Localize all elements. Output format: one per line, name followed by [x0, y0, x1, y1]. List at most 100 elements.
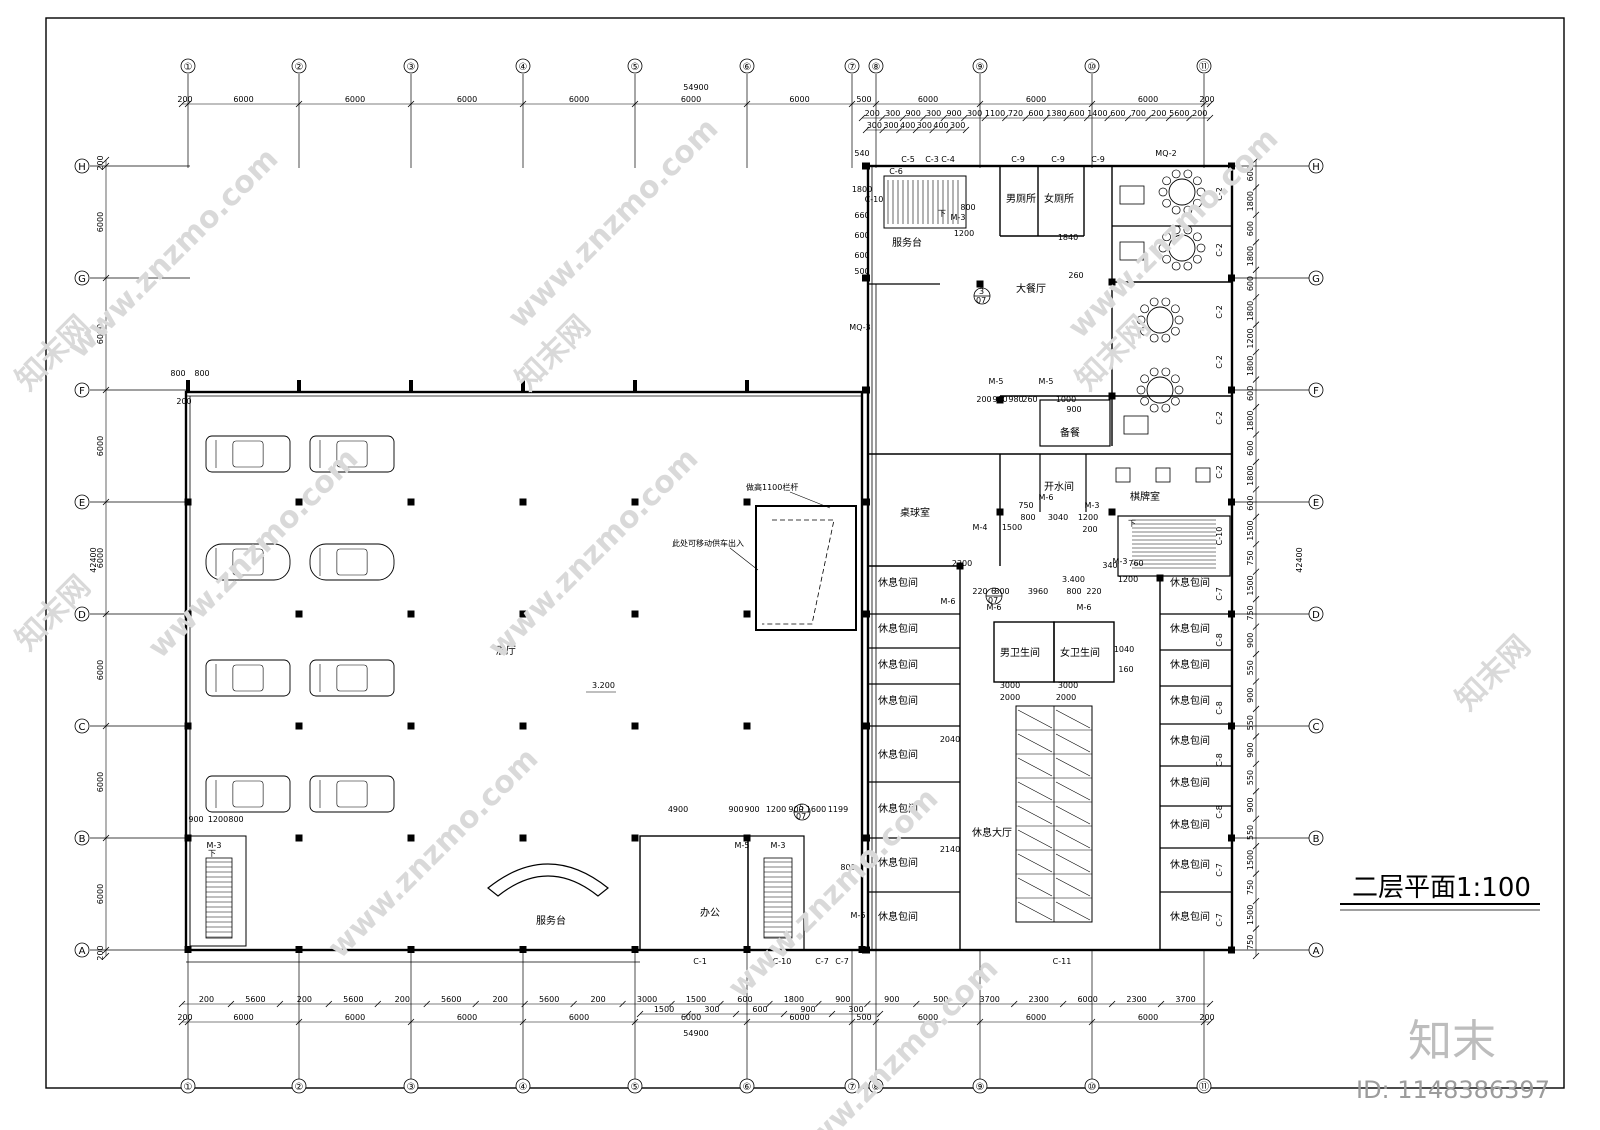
dim-value: 600	[1110, 109, 1125, 118]
axis-bubble	[1308, 158, 1324, 174]
rest-room-label: 休息包间	[1170, 734, 1210, 747]
section-marks	[793, 287, 1003, 821]
dim-tick	[976, 1018, 984, 1026]
dim-value: 900	[884, 995, 899, 1004]
car-roof	[336, 780, 368, 808]
chair	[1193, 198, 1202, 208]
axis-label: C	[1313, 722, 1320, 733]
axis-label: ⑦	[848, 1082, 857, 1093]
car-roof	[336, 440, 368, 468]
dim-tick	[102, 834, 110, 842]
dim-tick	[407, 1018, 415, 1026]
dim-tick	[374, 1000, 382, 1008]
column	[631, 834, 639, 842]
dim-tick	[423, 1000, 431, 1008]
dim-value: 200	[96, 155, 105, 170]
door-window-tag: M-6	[851, 911, 866, 920]
chair	[1149, 367, 1159, 377]
dim-tick	[325, 1000, 333, 1008]
dim-value: 1200	[1246, 328, 1255, 348]
dim-tick	[178, 1000, 186, 1008]
room-service-desk-2: 服务台	[892, 236, 922, 249]
chair	[1183, 225, 1193, 235]
window-tag: C-8	[1215, 753, 1224, 767]
axis-bubble	[972, 1078, 988, 1094]
interior-dim: 3040	[1048, 513, 1068, 522]
dim-value: 200	[297, 995, 312, 1004]
column	[862, 498, 870, 506]
interior-dim: 900	[744, 805, 759, 814]
dim-value: 200	[1199, 1013, 1214, 1022]
door-window-tag: M-3	[1113, 557, 1128, 566]
dim-tick	[102, 946, 110, 954]
dim-value: 1500	[1246, 905, 1255, 925]
dim-tick	[1206, 1018, 1214, 1026]
dim-value: 1800	[1246, 246, 1255, 266]
dim-value: 1500	[1246, 575, 1255, 595]
dim-tick	[1252, 678, 1260, 685]
rest-room-label: 休息包间	[1170, 910, 1210, 923]
dim-tick	[1104, 114, 1111, 122]
car-body	[309, 775, 395, 813]
chair	[1183, 205, 1193, 215]
room-office: 办公	[700, 906, 720, 919]
dim-tick	[184, 100, 192, 108]
dim-tick	[519, 100, 527, 108]
interior-dim: 2000	[1056, 693, 1076, 702]
dim-tick	[879, 126, 886, 134]
interior-dim: 800	[840, 863, 855, 872]
dim-value: 1800	[1246, 356, 1255, 376]
level-mark-3400: 3.400	[1062, 575, 1085, 584]
window-tag: C-2	[1215, 411, 1224, 425]
chair	[1171, 261, 1181, 271]
axis-bubble	[403, 1078, 419, 1094]
dim-value: 200	[177, 95, 192, 104]
dim-tick	[828, 1010, 836, 1018]
dim-value: 6000	[233, 95, 253, 104]
dim-tick	[102, 722, 110, 730]
dim-tick	[1010, 1000, 1018, 1008]
section-mark-6: 6	[991, 587, 996, 596]
dim-tick	[848, 100, 856, 108]
dim-value: 720	[1008, 109, 1023, 118]
dim-tick	[295, 100, 303, 108]
interior-dim: 800	[1066, 587, 1081, 596]
interior-dim: 800	[228, 815, 243, 824]
dim-value: 1500	[654, 1005, 674, 1014]
column	[633, 380, 637, 392]
column	[295, 946, 303, 953]
rest-room-label: 休息包间	[878, 622, 918, 635]
window-tag: C-2	[1215, 355, 1224, 369]
rest-room-label: 休息包间	[878, 802, 918, 815]
dim-value: 2300	[1028, 995, 1048, 1004]
chair	[1162, 176, 1171, 186]
dim-value: 400	[933, 121, 948, 130]
dim-tick	[862, 126, 870, 134]
round-table	[1146, 376, 1174, 404]
axis-bubble	[180, 58, 196, 74]
dim-tick	[1252, 595, 1260, 603]
parked-cars	[205, 435, 395, 813]
dim-tick	[1200, 100, 1208, 108]
dim-tick	[961, 114, 968, 122]
window-tag: C-10	[1215, 527, 1224, 546]
dim-tick	[1252, 760, 1260, 768]
rest-room-label: 休息包间	[878, 910, 918, 923]
dim-tick	[1252, 184, 1260, 191]
dim-tick	[780, 1010, 788, 1018]
axis-label: ③	[407, 1082, 416, 1093]
column	[519, 946, 527, 953]
car-body	[205, 543, 291, 581]
dim-tick	[1252, 705, 1260, 713]
column	[519, 834, 527, 842]
axis-label: ⑧	[872, 1082, 881, 1093]
dim-value: 6000	[1026, 95, 1046, 104]
dim-value: 5600	[245, 995, 265, 1004]
door-window-tag: M-3	[1085, 501, 1100, 510]
dim-value: 300	[883, 121, 898, 130]
seat-hatch	[1017, 757, 1053, 777]
seat-hatch	[1055, 877, 1091, 897]
car-body	[205, 659, 291, 697]
